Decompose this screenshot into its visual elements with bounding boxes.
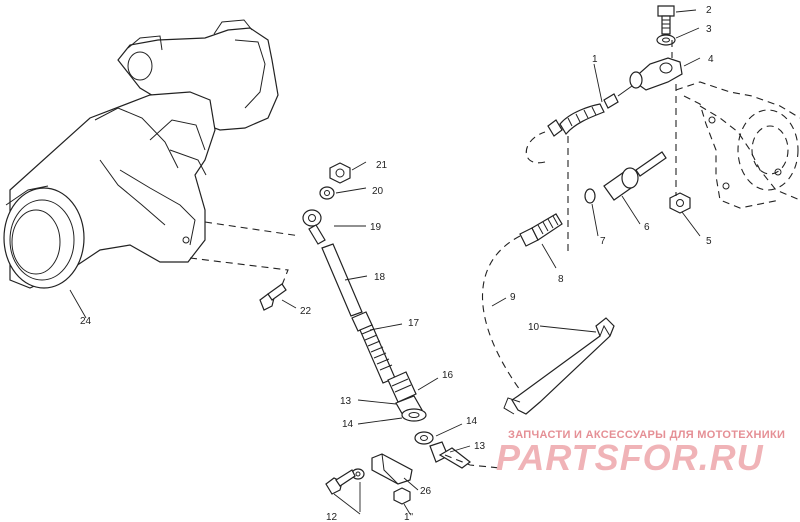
callout-4: 4 [708, 54, 714, 65]
callout-16: 17 [408, 318, 420, 329]
part-1-cable [547, 85, 633, 137]
callout-13-upper: 13 [340, 396, 352, 407]
part-26-nut [393, 487, 411, 505]
callout-numbers: 2 3 4 1 5 6 7 8 9 10 21 20 19 18 17 16 1… [80, 5, 714, 522]
right-housing-outline [675, 81, 800, 209]
part-22-housing [3, 19, 279, 289]
part-4-rod-end [629, 57, 683, 91]
part-13-nut-lower [429, 441, 471, 469]
callout-18: 19 [370, 222, 382, 233]
callout-9: 9 [510, 292, 516, 303]
part-21-bolt [259, 283, 287, 311]
callout-21: 22 [300, 306, 312, 317]
callout-1: 1 [592, 54, 598, 65]
part-15-swivel [387, 371, 417, 403]
part-12-bolt [325, 469, 356, 495]
part-16-threaded-rod [351, 311, 396, 384]
callout-17: 18 [374, 272, 386, 283]
callout-26: 1" [404, 512, 414, 522]
part-6-cable-end [603, 151, 667, 201]
part-24-bracket [371, 453, 413, 485]
callout-20: 21 [376, 160, 388, 171]
part-10-lever-bracket [503, 317, 615, 415]
callout-13-lower: 13 [474, 441, 486, 452]
part-14-washer-upper [401, 408, 427, 422]
part-2-bolt [657, 5, 675, 35]
callout-7: 7 [600, 236, 606, 247]
callout-3: 3 [706, 24, 712, 35]
callout-5: 5 [706, 236, 712, 247]
callout-12: 12 [326, 512, 338, 522]
callout-24: 26 [420, 486, 432, 497]
part-5-nut [669, 192, 691, 214]
callout-14-upper: 14 [342, 419, 354, 430]
part-14-washer-lower [414, 431, 434, 445]
callout-22: 24 [80, 316, 92, 327]
part-19-washer [319, 186, 335, 200]
callout-2: 2 [706, 5, 712, 16]
part-20-nut [329, 162, 351, 184]
callout-8: 8 [558, 274, 564, 285]
watermark-tagline: ЗАПЧАСТИ И АКСЕССУАРЫ ДЛЯ МОТОТЕХНИКИ [508, 429, 785, 441]
callout-10: 10 [528, 322, 540, 333]
part-3-washer [656, 34, 676, 46]
callout-19: 20 [372, 186, 384, 197]
leader-lines [69, 9, 701, 515]
part-7-washer [584, 188, 596, 204]
watermark: ЗАПЧАСТИ И АКСЕССУАРЫ ДЛЯ МОТОТЕХНИКИ PA… [496, 429, 785, 478]
part-8-adjuster [519, 213, 563, 247]
callout-15: 16 [442, 370, 454, 381]
callout-6: 6 [644, 222, 650, 233]
watermark-logo: PARTSFOR.RU [496, 437, 764, 478]
part-18-rod-end [302, 209, 326, 245]
part-9-cable-path [482, 235, 521, 391]
part-17-shaft [321, 243, 363, 317]
callout-14-lower: 14 [466, 416, 478, 427]
